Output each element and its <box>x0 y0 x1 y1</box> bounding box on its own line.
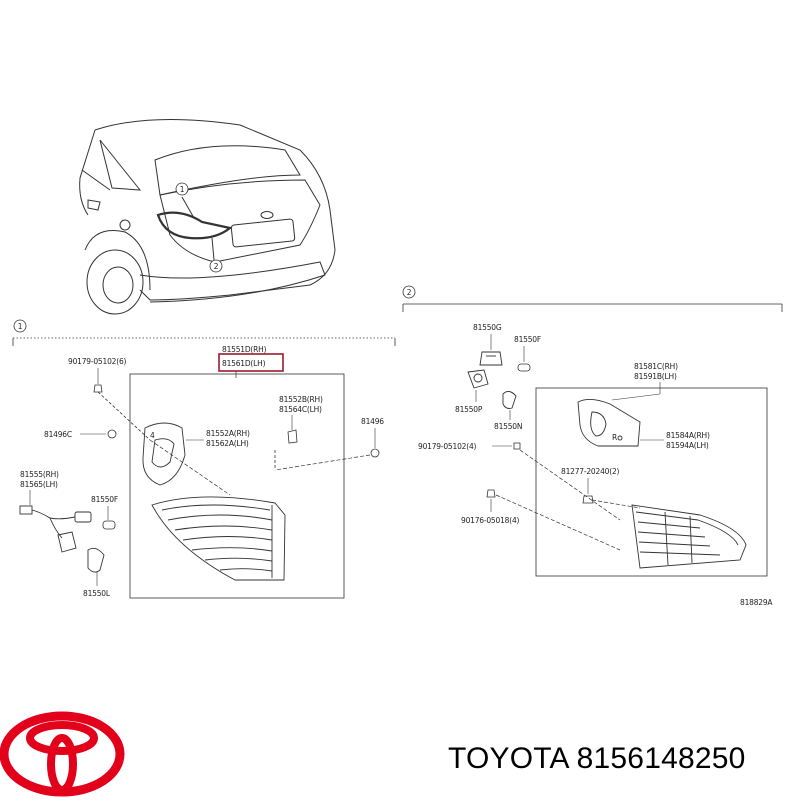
label-81551d: 81551D(RH) <box>222 345 267 354</box>
callout-2-marker: 2 <box>209 259 223 273</box>
label-81565: 81565(LH) <box>20 480 58 489</box>
socket-part <box>479 351 503 366</box>
bolt-part-right <box>513 442 521 450</box>
toyota-emblem-icon <box>0 711 125 797</box>
clip-part <box>107 429 117 439</box>
nut-small-part <box>486 489 496 498</box>
label-90179-left: 90179-05102(6) <box>68 357 127 366</box>
gasket-part <box>142 422 186 486</box>
label-81550l: 81550L <box>83 589 111 598</box>
label-81552a: 81552A(RH) <box>206 429 250 438</box>
svg-text:2: 2 <box>214 262 219 271</box>
label-81550n: 81550N <box>494 422 522 431</box>
inner-tail-lamp <box>631 504 747 569</box>
gasket-mark: 4 <box>150 431 155 440</box>
bolt-part <box>93 384 151 441</box>
label-81550f-right: 81550F <box>514 335 541 344</box>
svg-text:1: 1 <box>180 185 185 194</box>
label-81594a: 81594A(LH) <box>666 441 709 450</box>
label-81277: 81277-20240(2) <box>561 467 620 476</box>
brand-caption: TOYOTA 8156148250 <box>448 742 746 775</box>
label-81561d: 81561D(LH) <box>222 359 266 368</box>
label-81550f-left: 81550F <box>91 495 118 504</box>
bulb-part <box>102 520 116 530</box>
label-81550g: 81550G <box>473 323 502 332</box>
nut-part <box>582 495 594 504</box>
label-81555: 81555(RH) <box>20 470 59 479</box>
socket-p-part <box>467 369 489 389</box>
small-seal-part <box>287 429 298 444</box>
bulb-large-part <box>87 547 105 573</box>
label-81564c: 81564C(LH) <box>279 405 322 414</box>
bracket-mark: R <box>612 433 617 442</box>
label-81562a: 81562A(LH) <box>206 439 249 448</box>
bracket-plate <box>577 399 641 447</box>
tail-lamp-lens <box>151 496 286 581</box>
drawing-code: 818829A <box>740 598 773 607</box>
label-81496: 81496 <box>361 417 384 426</box>
car-rear-illustration <box>79 119 336 315</box>
label-81591b: 81591B(LH) <box>634 372 677 381</box>
callout-1-marker: 1 <box>175 182 189 196</box>
section-2-callout: 2 <box>407 288 412 297</box>
right-assembly-box <box>535 387 768 577</box>
clip-part-right <box>370 448 380 458</box>
left-assembly-box <box>129 373 345 599</box>
bulb-part-right <box>517 363 531 372</box>
label-90179-right: 90179-05102(4) <box>418 442 477 451</box>
bulb-n-part <box>502 391 517 409</box>
section-1-callout: 1 <box>18 322 23 331</box>
label-81552b: 81552B(RH) <box>279 395 323 404</box>
label-81496c: 81496C <box>44 430 72 439</box>
label-90176: 90176-05018(4) <box>461 516 520 525</box>
section-1-bracket <box>12 319 396 346</box>
label-81550p: 81550P <box>455 405 483 414</box>
label-81584a: 81584A(RH) <box>666 431 710 440</box>
highlighted-part-box <box>218 353 284 372</box>
section-2-bracket <box>402 285 783 312</box>
label-81581c: 81581C(RH) <box>634 362 678 371</box>
wire-harness-part <box>19 505 92 553</box>
